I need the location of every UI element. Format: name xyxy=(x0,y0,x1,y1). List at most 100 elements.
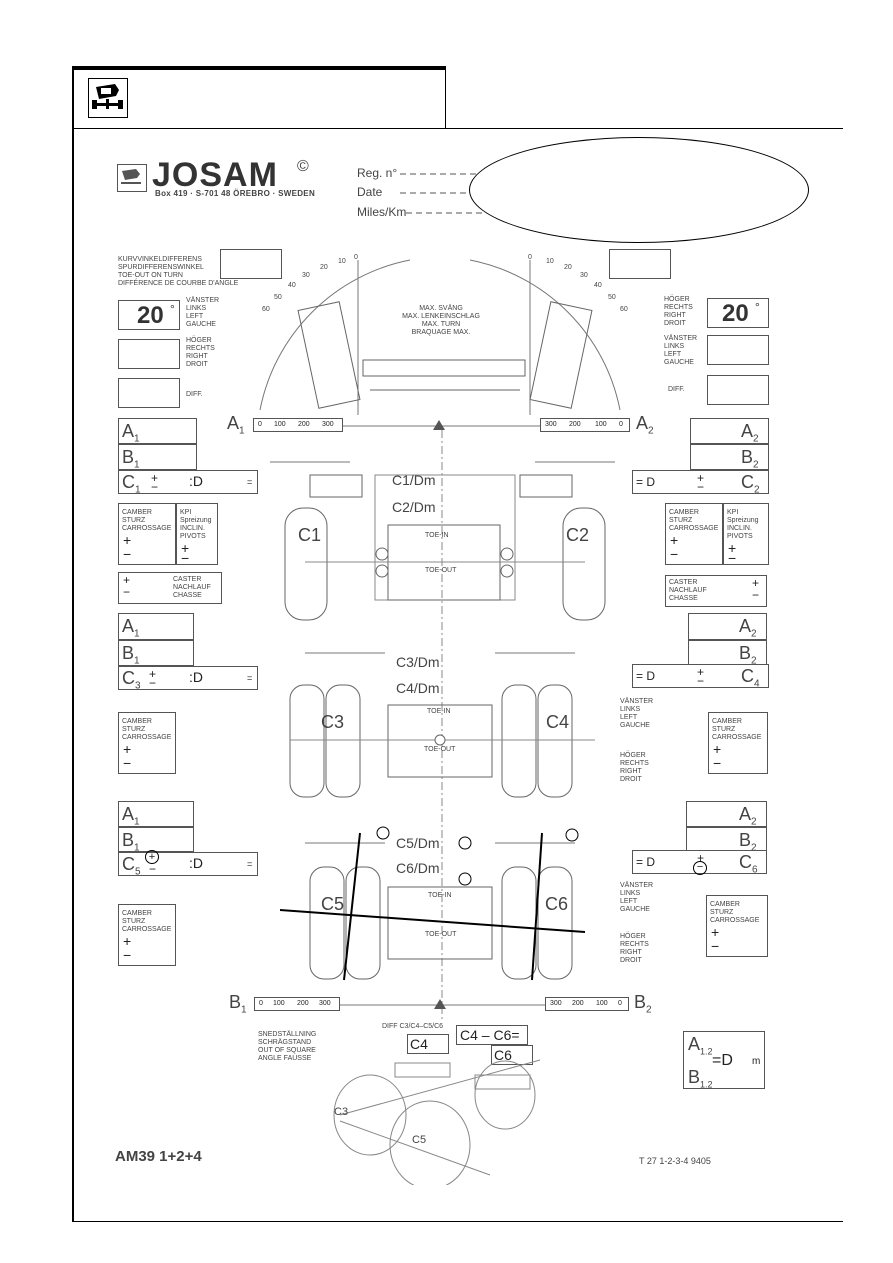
right-angle-value: 20 xyxy=(722,300,749,327)
c6-minus-circled: − xyxy=(693,861,707,875)
form-code: AM39 1+2+4 xyxy=(115,1148,202,1165)
wheel-c5-lower: C5 xyxy=(412,1134,427,1146)
row-a1-box-2[interactable]: A1 xyxy=(118,613,194,640)
scale-a2-label: A2 xyxy=(636,413,654,437)
scale-b1-label: B1 xyxy=(229,992,247,1016)
josam-address: Box 419 · S-701 48 ÖREBRO · SWEDEN xyxy=(155,189,316,198)
row-b2-box-2[interactable]: B2 xyxy=(688,640,767,667)
out-of-square-diagram xyxy=(333,1059,541,1185)
row-c1-label: C1 xyxy=(122,472,141,496)
row-b2-label: B2 xyxy=(741,447,759,471)
reg-label: Reg. n° xyxy=(357,166,398,180)
left-angle-value: 20 xyxy=(137,302,164,329)
row-c1-box[interactable]: C1+−:D= xyxy=(118,470,258,496)
row-b1-label: B1 xyxy=(122,447,140,471)
copyright-mark: © xyxy=(297,158,309,175)
row-a1-label: A1 xyxy=(122,421,140,445)
row-a2-box[interactable]: A2 xyxy=(690,418,769,445)
row-c2-box[interactable]: = D+−C2 xyxy=(632,470,769,496)
page-left-border xyxy=(72,66,74,1222)
toe-turn-field-right[interactable] xyxy=(609,249,671,279)
row-b2-box-3[interactable]: B2 xyxy=(686,827,767,854)
c5-dm-label: C5/Dm xyxy=(396,835,440,851)
toe-in-label-1: TOE-IN xyxy=(425,532,449,539)
right-angle-box: 20 ° xyxy=(707,298,769,328)
row-a2-box-3[interactable]: A2 xyxy=(686,801,767,828)
axle-2-diagram xyxy=(289,652,595,798)
row-b2-box[interactable]: B2 xyxy=(690,444,769,471)
left-angle-deg: ° xyxy=(170,302,175,316)
wheel-c3-label: C3 xyxy=(321,712,345,732)
left-right-field[interactable] xyxy=(118,339,180,369)
c6-small-box[interactable]: C6 xyxy=(491,1045,533,1065)
left-diff-label: DIFF. xyxy=(186,391,203,398)
row-b1-box[interactable]: B1 xyxy=(118,444,197,471)
row-c6-label: C6 xyxy=(739,852,758,876)
row-a2-label: A2 xyxy=(741,421,759,445)
c4-dm-label: C4/Dm xyxy=(396,680,440,696)
scale-a-line xyxy=(343,420,540,430)
diff-formula: DIFF C3/C4–C5/C6 xyxy=(382,1023,444,1030)
c4-small-box[interactable]: C4 xyxy=(407,1034,449,1054)
scale-b2-label: B2 xyxy=(634,992,652,1016)
scale-b-line xyxy=(340,999,545,1009)
row-c5-box[interactable]: C5+−:D= xyxy=(118,850,258,878)
wheel-c1-label: C1 xyxy=(298,525,322,545)
c2-dm-label: C2/Dm xyxy=(392,499,436,515)
front-axle-diagram xyxy=(270,461,615,621)
axle-3-diagram xyxy=(280,826,586,981)
row-c6-box[interactable]: = D+−C6 xyxy=(632,850,767,876)
left-diff-field[interactable] xyxy=(118,378,180,408)
wheel-c3-lower: C3 xyxy=(334,1106,349,1118)
right-left-field[interactable] xyxy=(707,335,769,365)
row-a1-box[interactable]: A1 xyxy=(118,418,197,445)
row-c2-label: C2 xyxy=(741,472,760,496)
row-b1-box-2[interactable]: B1 xyxy=(118,640,194,667)
josam-logo-icon xyxy=(117,164,147,192)
row-b1-box-3[interactable]: B1 xyxy=(118,827,194,854)
c5-plus-circled: + xyxy=(145,850,159,864)
a12-box[interactable]: A1.2 =D m B1.2 xyxy=(683,1031,765,1090)
row-c3-box[interactable]: C3+−:D= xyxy=(118,666,258,692)
left-angle-box: 20 ° xyxy=(118,300,180,330)
toe-out-label-3: TOE-OUT xyxy=(425,931,457,938)
row-c4-box[interactable]: = D+−C4 xyxy=(632,664,769,690)
right-diff-label: DIFF. xyxy=(668,386,685,393)
wheel-c6-label: C6 xyxy=(545,894,569,914)
footer-line xyxy=(72,1221,843,1222)
toe-turn-field[interactable] xyxy=(220,249,282,279)
right-diff-field[interactable] xyxy=(707,375,769,405)
c4-c6-box[interactable]: C4 – C6= xyxy=(456,1025,528,1045)
c3-dm-label: C3/Dm xyxy=(396,654,440,670)
date-label: Date xyxy=(357,185,383,199)
header-box-right xyxy=(445,66,446,128)
right-angle-deg: ° xyxy=(755,300,760,314)
header-underline xyxy=(72,128,843,129)
row-a2-box-2[interactable]: A2 xyxy=(688,613,767,640)
toe-in-label-2: TOE-IN xyxy=(427,708,451,715)
wheel-c5-label: C5 xyxy=(321,894,345,914)
row-a1-box-3[interactable]: A1 xyxy=(118,801,194,828)
